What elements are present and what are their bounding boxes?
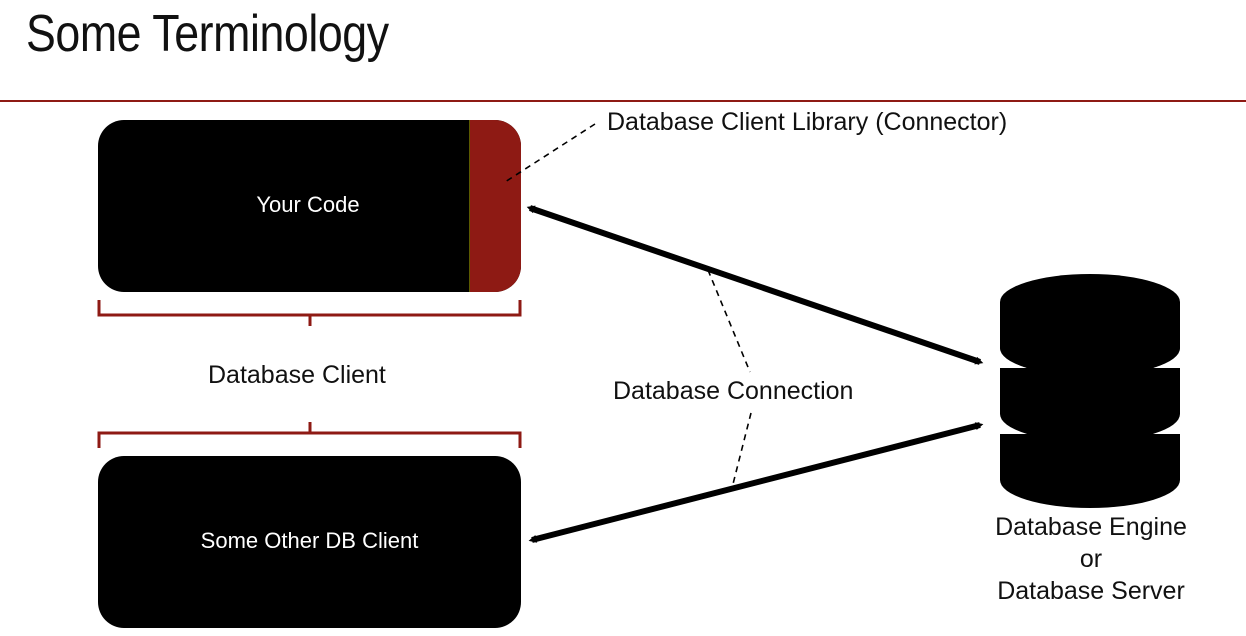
your-code-connection-arrow: [526, 205, 984, 365]
page-title: Some Terminology: [26, 5, 389, 63]
title-divider: [0, 100, 1246, 102]
database-icon: [1000, 274, 1180, 508]
other-client-label: Some Other DB Client: [200, 528, 419, 553]
connection-pointer-upper: [707, 269, 751, 373]
connector-label: Database Client Library (Connector): [607, 108, 1008, 136]
engine-label-line1: Database Engine: [995, 513, 1187, 541]
engine-label-line2: or: [1079, 545, 1103, 573]
client-library-block: [469, 120, 521, 292]
client-brace-top: [97, 300, 522, 326]
connection-pointer-lower: [731, 412, 752, 489]
database-client-label: Database Client: [208, 361, 386, 389]
your-code-label: Your Code: [256, 192, 360, 217]
other-client-box: Some Other DB Client: [98, 456, 521, 628]
your-code-box: Your Code: [98, 120, 521, 292]
client-brace-bottom: [97, 422, 522, 448]
connector-leader-line: [504, 123, 596, 183]
other-client-connection-arrow: [528, 422, 984, 543]
engine-label-line3: Database Server: [997, 577, 1185, 605]
database-connection-label: Database Connection: [613, 377, 854, 405]
